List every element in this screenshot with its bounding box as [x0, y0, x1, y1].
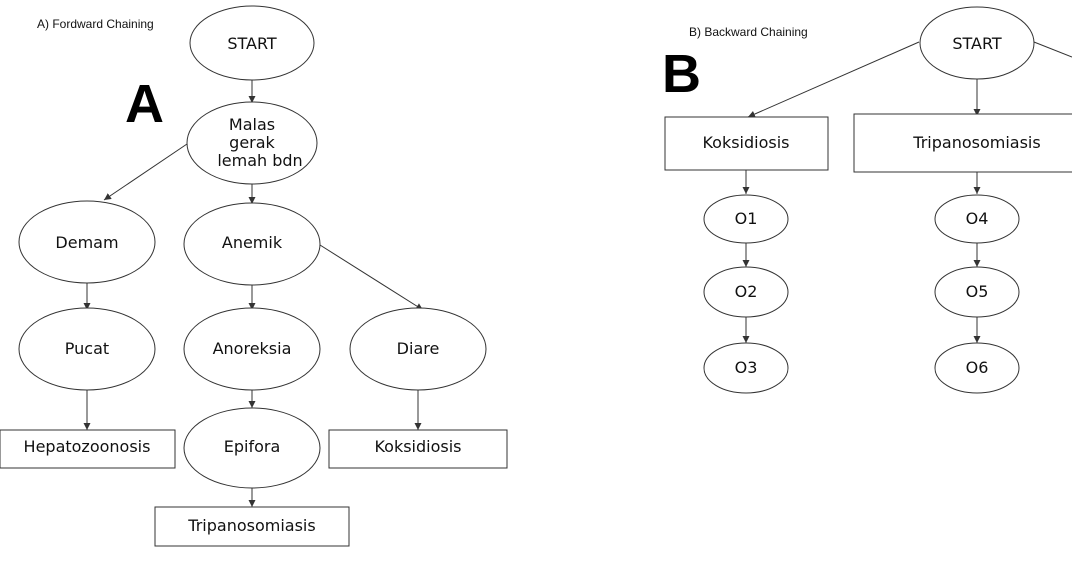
node-koksidiosis-backward: Koksidiosis — [664, 116, 829, 171]
backward-edges — [742, 41, 1072, 343]
node-diare: Diare — [349, 307, 487, 391]
node-label: O5 — [966, 282, 989, 301]
node-tripanosomiasis-forward: Tripanosomiasis — [154, 506, 350, 547]
node-label: Anemik — [222, 233, 283, 252]
node-label: Tripanosomiasis — [912, 133, 1040, 152]
edge-malas-demam — [103, 143, 188, 201]
node-anemik: Anemik — [183, 202, 321, 286]
node-koksidiosis-forward: Koksidiosis — [328, 429, 508, 469]
edge-start-right — [1033, 41, 1072, 58]
node-pucat: Pucat — [18, 307, 156, 391]
node-label: Pucat — [65, 339, 109, 358]
node-o3: O3 — [703, 342, 789, 394]
node-o6: O6 — [934, 342, 1020, 394]
node-label: START — [227, 34, 277, 53]
forward-caption: A) Fordward Chaining — [37, 17, 154, 31]
node-label-line-2: gerak — [229, 133, 275, 152]
node-label: O4 — [966, 209, 989, 228]
node-label: Demam — [55, 233, 118, 252]
backward-caption: B) Backward Chaining — [689, 25, 808, 39]
node-label: O1 — [735, 209, 758, 228]
node-o1: O1 — [703, 194, 789, 244]
node-anoreksia: Anoreksia — [183, 307, 321, 391]
forward-chaining-panel: A) Fordward Chaining A START Malas gerak… — [0, 5, 508, 547]
node-hepatozoonosis: Hepatozoonosis — [0, 429, 176, 469]
node-label: O3 — [735, 358, 758, 377]
node-o5: O5 — [934, 266, 1020, 318]
node-start-forward: START — [189, 5, 315, 81]
edge-start-koksidiosis — [747, 41, 920, 118]
node-o2: O2 — [703, 266, 789, 318]
node-label-line-1: Malas — [229, 115, 275, 134]
forward-edges — [83, 79, 424, 507]
node-label: Diare — [397, 339, 440, 358]
node-label: Anoreksia — [213, 339, 292, 358]
node-label: START — [952, 34, 1002, 53]
node-label: Tripanosomiasis — [187, 516, 315, 535]
node-label-line-3: lemah bdn — [217, 151, 302, 170]
edge-anemik-diare — [319, 244, 424, 311]
forward-letter: A — [125, 74, 164, 134]
node-label: Epifora — [224, 437, 281, 456]
node-epifora: Epifora — [183, 407, 321, 489]
node-tripanosomiasis-backward: Tripanosomiasis — [853, 113, 1072, 173]
node-label: O2 — [735, 282, 758, 301]
node-demam: Demam — [18, 200, 156, 284]
node-label: Koksidiosis — [702, 133, 789, 152]
node-label: O6 — [966, 358, 989, 377]
node-start-backward: START — [919, 6, 1035, 80]
node-label: Koksidiosis — [374, 437, 461, 456]
backward-chaining-panel: B) Backward Chaining B START Koksidiosis… — [662, 6, 1072, 394]
node-o4: O4 — [934, 194, 1020, 244]
backward-letter: B — [662, 44, 701, 104]
node-malas-gerak: Malas gerak lemah bdn — [186, 101, 318, 185]
node-label: Hepatozoonosis — [24, 437, 151, 456]
